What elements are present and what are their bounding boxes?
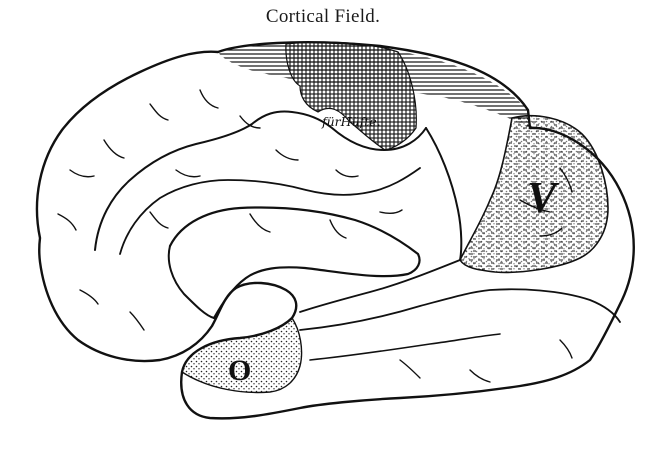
hip-area-label: fürHüfte. bbox=[321, 114, 381, 129]
calcarine-sulcus bbox=[300, 260, 460, 312]
olfactory-area-label: O bbox=[228, 354, 251, 387]
parieto-occipital-sulcus bbox=[426, 128, 461, 260]
cross-hatched-hip-area bbox=[286, 42, 416, 150]
visual-area-label: V bbox=[527, 173, 560, 222]
